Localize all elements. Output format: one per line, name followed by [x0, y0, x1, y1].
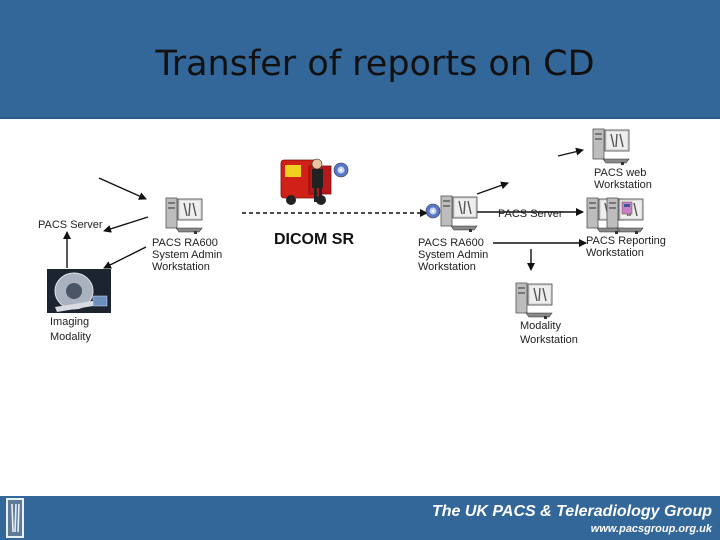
footer-organization: The UK PACS & Teleradiology Group [431, 503, 712, 520]
admin-workstation-left-icon [165, 197, 203, 235]
web-workstation-icon [592, 128, 630, 166]
courier-icon [280, 158, 332, 205]
admin-workstation-right-icon [440, 195, 478, 233]
reporting-line2: Workstation [586, 247, 644, 259]
admin-right-line1: PACS RA600 [418, 237, 484, 249]
admin-left-line2: System Admin [152, 249, 223, 261]
modality-workstation-line2: Workstation [520, 334, 578, 346]
reporting-accessory-icon [621, 201, 633, 215]
pacs-server-right-label: PACS Server [498, 208, 563, 220]
admin-right-line2: System Admin [418, 249, 489, 261]
admin-workstation-right-label: PACS RA600 System Admin Workstation [418, 237, 488, 273]
admin-workstation-left-label: PACS RA600 System Admin Workstation [152, 237, 222, 273]
web-workstation-line1: PACS web [594, 167, 647, 179]
footer-band: The UK PACS & Teleradiology Group www.pa… [0, 496, 720, 540]
arrow-admin-right-to-web [476, 181, 509, 195]
modality-workstation-label: Modality Workstation [520, 320, 578, 346]
header-band: Transfer of reports on CD [0, 0, 720, 119]
arrow-admin-left-to-modality [103, 246, 147, 269]
xray-logo-icon [6, 498, 24, 538]
modality-workstation-line1: Modality [520, 320, 561, 332]
admin-right-line3: Workstation [418, 261, 476, 273]
footer-url: www.pacsgroup.org.uk [590, 523, 712, 535]
web-workstation-label: PACS web Workstation [594, 167, 652, 191]
reporting-line1: PACS Reporting [586, 235, 666, 247]
cd-disc-icon [425, 203, 441, 219]
arrow-to-web-workstation [557, 147, 584, 157]
admin-left-line3: Workstation [152, 261, 210, 273]
web-workstation-line2: Workstation [594, 179, 652, 191]
imaging-modality-label: Imaging Modality [50, 316, 91, 343]
slide-title: Transfer of reports on CD [155, 44, 595, 84]
dicom-sr-label: DICOM SR [274, 231, 354, 248]
ct-scanner-icon [47, 269, 111, 313]
reporting-workstation-label: PACS Reporting Workstation [586, 235, 666, 259]
admin-left-line1: PACS RA600 [152, 237, 218, 249]
reporting-workstation-icon [586, 197, 644, 235]
imaging-modality-line2: Modality [50, 331, 91, 343]
arrow-server-to-admin-left [98, 177, 147, 200]
modality-workstation-icon [515, 282, 553, 320]
imaging-modality-line1: Imaging [50, 316, 90, 328]
cd-disc-icon [333, 162, 349, 178]
pacs-server-left-label: PACS Server [38, 219, 103, 231]
arrow-admin-left-to-server [103, 216, 149, 233]
